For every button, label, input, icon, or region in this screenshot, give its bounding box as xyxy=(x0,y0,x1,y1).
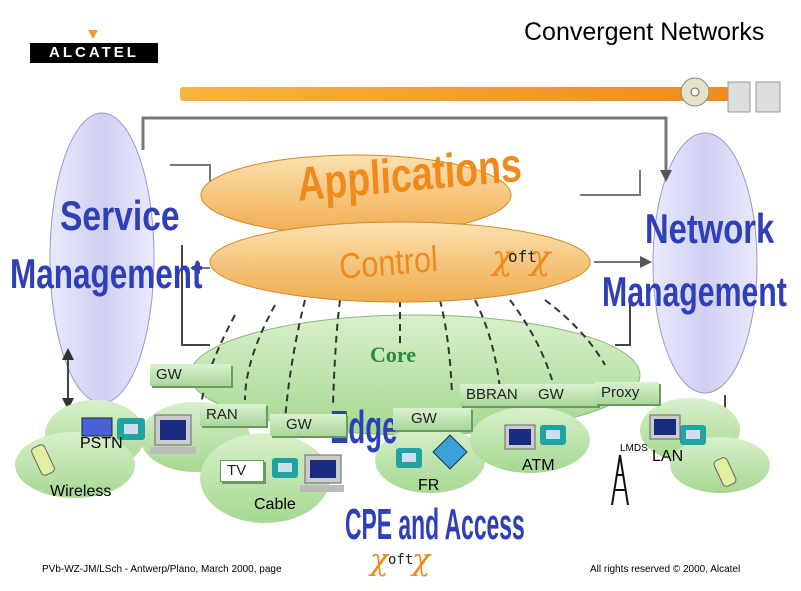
phone-icon xyxy=(680,425,706,445)
wireless-label: Wireless xyxy=(50,483,112,500)
footer-right: All rights reserved © 2000, Alcatel xyxy=(590,564,741,575)
pstn-label: PSTN xyxy=(80,435,123,452)
gw-box-edge: GW xyxy=(393,408,471,430)
footer-left: PVb-WZ-JM/LSch - Antwerp/Plano, March 20… xyxy=(42,564,282,575)
atm-label: ATM xyxy=(522,457,555,474)
softx-chi-1: χ xyxy=(492,238,513,278)
lmds-label: LMDS xyxy=(620,443,648,454)
connector xyxy=(141,116,668,175)
proxy-box: Proxy xyxy=(595,382,659,404)
gw-box-left: GW xyxy=(150,364,231,386)
ran-box: RAN xyxy=(200,404,266,426)
lan-label: LAN xyxy=(652,448,684,465)
cable-label: Cable xyxy=(254,496,296,513)
antenna-tower-icon xyxy=(611,454,629,506)
phone-icon xyxy=(396,448,422,468)
phone-icon xyxy=(272,458,298,478)
slide-title: Convergent Networks xyxy=(524,18,765,46)
header-bar xyxy=(180,87,740,101)
softx-oft-1: oft xyxy=(508,247,537,266)
computer-icon xyxy=(504,424,536,450)
server-icon xyxy=(755,81,781,113)
service-label-line2: Management xyxy=(10,250,203,297)
computer-icon xyxy=(150,414,196,454)
phone-icon xyxy=(117,418,145,440)
network-label-line2: Management xyxy=(602,268,787,315)
server-icon xyxy=(727,81,751,113)
softx-chi-3: χ xyxy=(370,543,389,578)
service-label-line1: Service xyxy=(60,192,180,239)
network-management-ellipse xyxy=(652,132,758,394)
alcatel-logo-mark-icon xyxy=(88,30,98,39)
fr-label: FR xyxy=(418,477,440,494)
mobile-phone-icon xyxy=(713,457,737,487)
core-label: Core xyxy=(370,342,417,367)
switch-icon xyxy=(81,417,113,437)
softx-oft-2: oft xyxy=(388,552,414,568)
computer-icon xyxy=(300,454,344,492)
alcatel-logo xyxy=(30,43,158,63)
gw-box-right: GW xyxy=(520,384,598,406)
control-layer xyxy=(209,221,591,303)
softx-chi-2: χ xyxy=(530,238,551,278)
mobile-phone-icon xyxy=(31,444,55,476)
phone-icon xyxy=(540,425,566,445)
computer-icon xyxy=(649,414,681,440)
connector xyxy=(170,164,211,185)
tv-box: TV xyxy=(220,460,264,482)
cable-access xyxy=(200,433,330,523)
softx-chi-4: χ xyxy=(412,543,431,578)
alcatel-logo-text: ALCATEL xyxy=(49,44,139,61)
network-label-line1: Network xyxy=(645,205,775,252)
control-label: Control xyxy=(338,237,439,287)
cpe-access-label: CPE and Access xyxy=(345,500,525,549)
router-icon xyxy=(432,434,468,470)
bbran-box: BBRAN xyxy=(460,384,536,406)
gw-box-mid: GW xyxy=(270,414,346,436)
